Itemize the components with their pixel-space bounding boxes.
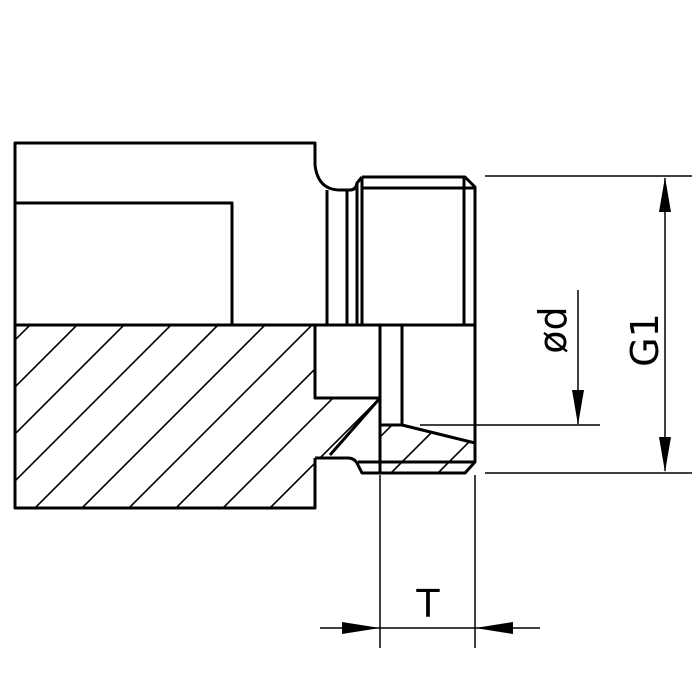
hatch-line	[81, 325, 266, 508]
hatch-line	[437, 425, 475, 473]
dimension-t: T	[320, 475, 540, 648]
hatch-line	[269, 325, 380, 508]
hatch-line	[316, 325, 380, 508]
g1-label: G1	[623, 313, 667, 367]
section-hatching	[15, 325, 475, 508]
hatch-line	[15, 325, 125, 508]
dimension-g1: G1	[485, 175, 692, 474]
hatch-line	[250, 425, 298, 473]
hatch-line	[175, 325, 360, 508]
hatch-line	[15, 325, 78, 508]
thread-neck	[313, 164, 364, 325]
thread-outline	[362, 175, 477, 325]
od-label: ød	[531, 306, 575, 353]
hatch-line	[297, 425, 345, 473]
body-outline	[13, 141, 475, 510]
hatch-line	[363, 325, 380, 508]
section-lower	[313, 325, 477, 475]
hatch-line	[128, 325, 313, 508]
hatch-line	[15, 325, 172, 508]
t-label: T	[415, 582, 440, 626]
hatch-line	[34, 325, 219, 508]
dimension-od: ød	[420, 290, 600, 426]
